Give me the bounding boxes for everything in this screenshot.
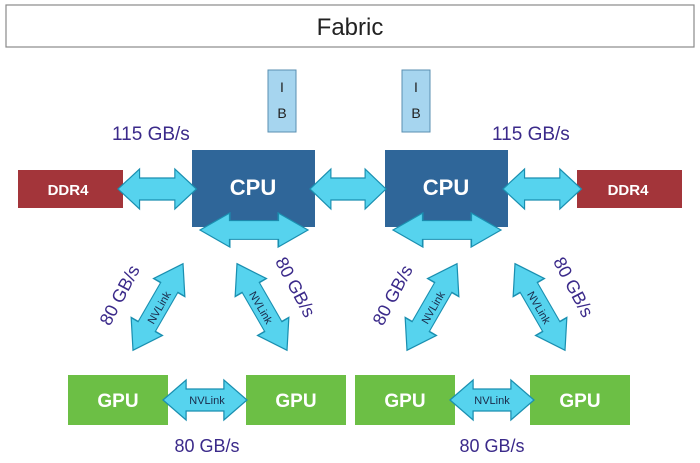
fabric-label: Fabric [317, 14, 384, 41]
ib-letter-b: B [277, 105, 286, 121]
ib-letter-i: I [280, 79, 284, 95]
gpu-nvlink-bandwidth-label: 80 GB/s [459, 436, 524, 456]
gpu-box-2: GPU [246, 375, 346, 425]
nvlink-bandwidth-label: 80 GB/s [96, 262, 144, 329]
cpu-box-left: CPU [192, 150, 315, 227]
cpu-box-right: CPU [385, 150, 508, 227]
gpu-nvlink-bandwidth-label: 80 GB/s [174, 436, 239, 456]
gpu-label: GPU [97, 391, 138, 412]
nvlink-bandwidth-label: 80 GB/s [549, 254, 597, 321]
ddr-cpu-link-right-arrow [502, 168, 583, 210]
gpu-label: GPU [559, 391, 600, 412]
ddr-bandwidth-label-right: 115 GB/s [492, 124, 570, 145]
nvlink-label: NVLink [189, 395, 225, 407]
nvlink-bandwidth-label: 80 GB/s [369, 262, 417, 329]
gpu-gpu-nvlink-right: NVLink [449, 379, 535, 421]
cpu-label: CPU [230, 175, 276, 200]
gpu-box-3: GPU [355, 375, 455, 425]
gpu-label: GPU [384, 391, 425, 412]
ddr-bandwidth-label-left: 115 GB/s [112, 124, 190, 145]
nvlink-label: NVLink [474, 395, 510, 407]
ddr4-box-right: DDR4 [577, 170, 682, 208]
ddr-cpu-link-left-arrow [117, 168, 197, 210]
fabric-bar: Fabric [5, 4, 695, 48]
cpu-cpu-link-arrow [309, 168, 387, 210]
gpu-box-4: GPU [530, 375, 630, 425]
ib-box-left: I B [267, 69, 297, 133]
ddr4-label: DDR4 [608, 182, 649, 199]
ib-letter-b: B [411, 105, 420, 121]
gpu-gpu-nvlink-left: NVLink [162, 379, 248, 421]
gpu-label: GPU [275, 391, 316, 412]
gpu-box-1: GPU [68, 375, 168, 425]
nvlink-bandwidth-label: 80 GB/s [271, 254, 319, 321]
ddr4-label: DDR4 [48, 182, 89, 199]
ib-letter-i: I [414, 79, 418, 95]
ddr4-box-left: DDR4 [18, 170, 123, 208]
ib-box-right: I B [401, 69, 431, 133]
cpu-label: CPU [423, 175, 469, 200]
